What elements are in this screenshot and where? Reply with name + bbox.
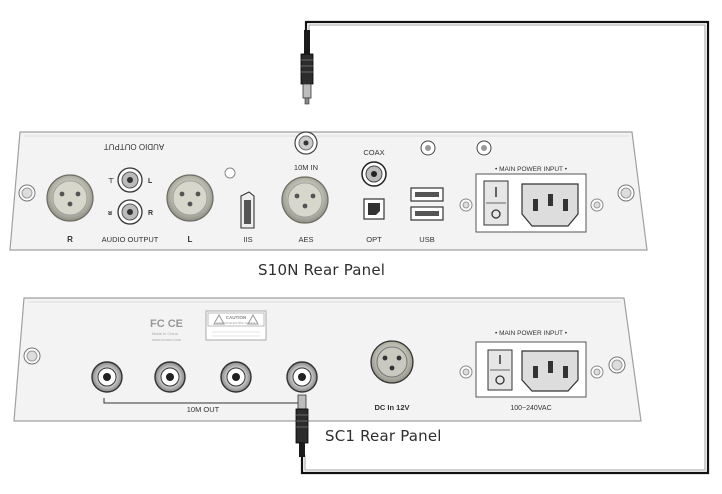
iis-hdmi-port-icon[interactable] bbox=[240, 191, 255, 229]
power-switch-icon[interactable] bbox=[483, 180, 509, 226]
rca-output-l-icon[interactable] bbox=[117, 167, 143, 193]
mount-hole-icon bbox=[590, 198, 604, 212]
mount-hole-icon bbox=[224, 167, 236, 179]
warning-subtext: RISK OF ELECTRIC SHOCK bbox=[216, 321, 255, 325]
fcc-ce-logo: FC CE bbox=[150, 318, 183, 330]
rca-l-label-left: ⊤ bbox=[108, 177, 114, 185]
mount-hole-icon bbox=[18, 184, 36, 202]
mount-hole-icon bbox=[23, 347, 41, 365]
voltage-label: 100~240VAC bbox=[510, 405, 551, 412]
10m-out-label: 10M OUT bbox=[187, 405, 220, 414]
iec-power-socket-icon[interactable] bbox=[521, 350, 579, 392]
power-input-block bbox=[475, 173, 587, 233]
xlr-output-r-icon[interactable] bbox=[46, 174, 94, 222]
cable-plug-top bbox=[300, 30, 314, 105]
rca-r-label-right: R bbox=[148, 210, 153, 217]
audio-output-label-mirrored: AUDIO OUTPUT bbox=[104, 142, 165, 151]
rca-output-r-icon[interactable] bbox=[117, 199, 143, 225]
rca-r-label-left: ᴚ bbox=[108, 210, 112, 217]
bnc-10m-in-icon[interactable] bbox=[294, 131, 318, 155]
main-power-label: • MAIN POWER INPUT • bbox=[495, 166, 568, 173]
bnc-10m-out-4-icon[interactable] bbox=[286, 361, 318, 393]
iec-power-socket-icon[interactable] bbox=[521, 183, 579, 227]
rca-l-label-right: L bbox=[148, 178, 153, 185]
usb-label: USB bbox=[419, 235, 434, 244]
cable-plug-bottom bbox=[295, 394, 309, 457]
usb-ports-icon[interactable] bbox=[410, 187, 444, 221]
power-switch-icon[interactable] bbox=[487, 349, 513, 391]
s10n-panel bbox=[9, 131, 648, 251]
iis-label: IIS bbox=[243, 235, 252, 244]
bnc-10m-out-3-icon[interactable] bbox=[220, 361, 252, 393]
warning-sticker: CAUTION RISK OF ELECTRIC SHOCK bbox=[205, 310, 267, 341]
sc1-panel-caption: SC1 Rear Panel bbox=[325, 427, 442, 445]
bnc-10m-out-1-icon[interactable] bbox=[91, 361, 123, 393]
antenna-port-icon bbox=[476, 140, 492, 156]
10m-in-label: 10M IN bbox=[294, 163, 318, 172]
mount-hole-icon bbox=[590, 365, 604, 379]
xlr-l-label: L bbox=[188, 235, 193, 244]
mount-hole-icon bbox=[617, 184, 635, 202]
fine-print-1: Made in China bbox=[152, 331, 179, 336]
xlr-aes-input-icon[interactable] bbox=[281, 176, 329, 224]
s10n-panel-caption: S10N Rear Panel bbox=[258, 261, 386, 279]
antenna-port-icon bbox=[420, 140, 436, 156]
sc1-power-input-block bbox=[475, 341, 587, 398]
opt-label: OPT bbox=[366, 235, 382, 244]
sc1-panel: FC CE Made in China www.sound.com CAUTIO… bbox=[13, 297, 642, 422]
coax-label: COAX bbox=[363, 148, 384, 157]
bnc-10m-out-2-icon[interactable] bbox=[154, 361, 186, 393]
xlr-output-l-icon[interactable] bbox=[166, 174, 214, 222]
xlr-r-label: R bbox=[67, 235, 73, 244]
sc1-main-power-label: • MAIN POWER INPUT • bbox=[495, 330, 568, 337]
certification-marks: FC CE Made in China www.sound.com bbox=[150, 318, 183, 342]
mount-hole-icon bbox=[459, 198, 473, 212]
coax-input-icon[interactable] bbox=[361, 161, 387, 187]
bnc-cable bbox=[300, 20, 710, 475]
dc-in-12v-connector-icon[interactable] bbox=[370, 340, 414, 384]
optical-input-icon[interactable] bbox=[363, 198, 385, 220]
aes-label: AES bbox=[298, 235, 313, 244]
audio-output-label: AUDIO OUTPUT bbox=[102, 235, 159, 244]
caution-text: CAUTION bbox=[226, 315, 247, 320]
dc-in-12v-label: DC In 12V bbox=[374, 403, 409, 412]
mount-hole-icon bbox=[459, 365, 473, 379]
fine-print-2: www.sound.com bbox=[152, 337, 182, 342]
mount-hole-icon bbox=[608, 356, 626, 374]
